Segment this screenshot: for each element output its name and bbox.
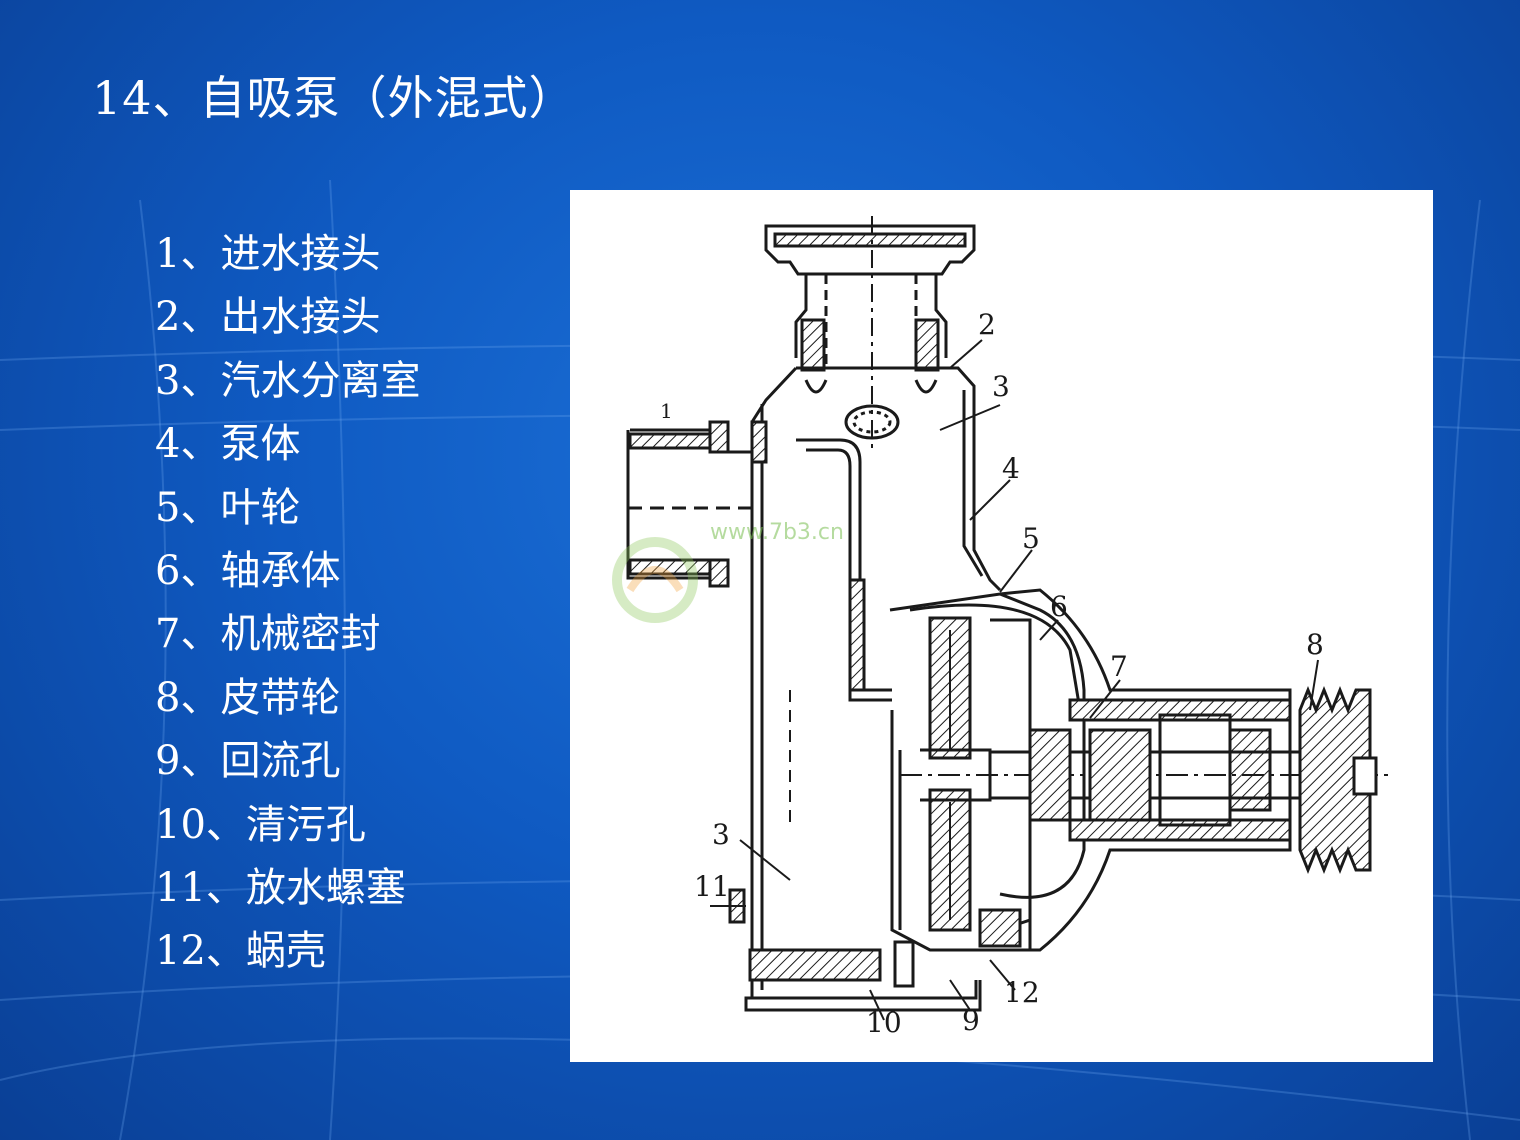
- inlet-pipe: [626, 420, 752, 588]
- watermark-url: www.7b3.cn: [710, 520, 844, 545]
- callout-1: 1: [660, 399, 673, 423]
- outlet-flange: [764, 216, 976, 450]
- legend-item: 2、出水接头: [155, 294, 381, 341]
- impeller-and-volute: [889, 592, 1086, 952]
- bottom-details: [710, 690, 1022, 1012]
- watermark-logo: [612, 537, 698, 623]
- legend-item: 12、蜗壳: [155, 928, 326, 975]
- pump-body: [750, 366, 1002, 998]
- callout-12: 12: [1004, 976, 1040, 1009]
- pump-cross-section-drawing: 1 2 3 4 5 6 7 8 3 11 10 9 12: [612, 216, 1390, 1039]
- parts-legend: 1、进水接头 2、出水接头 3、汽水分离室 4、泵体 5、叶轮 6、轴承体 7、…: [155, 225, 420, 986]
- callout-2: 2: [978, 308, 996, 341]
- callout-6: 6: [1050, 590, 1068, 623]
- callout-9: 9: [962, 1004, 980, 1037]
- callout-3: 3: [992, 370, 1010, 403]
- belt-pulley: [1298, 685, 1378, 875]
- callout-3b: 3: [712, 818, 730, 851]
- legend-item: 10、清污孔: [155, 801, 366, 848]
- legend-item: 11、放水螺塞: [155, 864, 406, 911]
- callout-5: 5: [1022, 522, 1040, 555]
- pump-diagram-panel: 1 2 3 4 5 6 7 8 3 11 10 9 12 www.7b3.cn: [570, 190, 1433, 1062]
- legend-item: 6、轴承体: [155, 547, 341, 594]
- slide-title: 14、自吸泵（外混式）: [92, 71, 576, 125]
- leader-lines: [730, 339, 1319, 1021]
- callout-labels: 1 2 3 4 5 6 7 8 3 11 10 9 12: [660, 308, 1324, 1039]
- legend-item: 9、回流孔: [155, 738, 341, 785]
- legend-item: 3、汽水分离室: [155, 357, 421, 404]
- legend-item: 5、叶轮: [155, 484, 301, 531]
- legend-item: 8、皮带轮: [155, 674, 341, 721]
- callout-10: 10: [866, 1006, 902, 1039]
- legend-item: 7、机械密封: [155, 611, 381, 658]
- callout-8: 8: [1306, 628, 1324, 661]
- callout-4: 4: [1002, 452, 1020, 485]
- callout-7: 7: [1110, 650, 1128, 683]
- legend-item: 1、进水接头: [155, 231, 381, 277]
- legend-item: 4、泵体: [155, 421, 301, 468]
- callout-11: 11: [694, 870, 730, 903]
